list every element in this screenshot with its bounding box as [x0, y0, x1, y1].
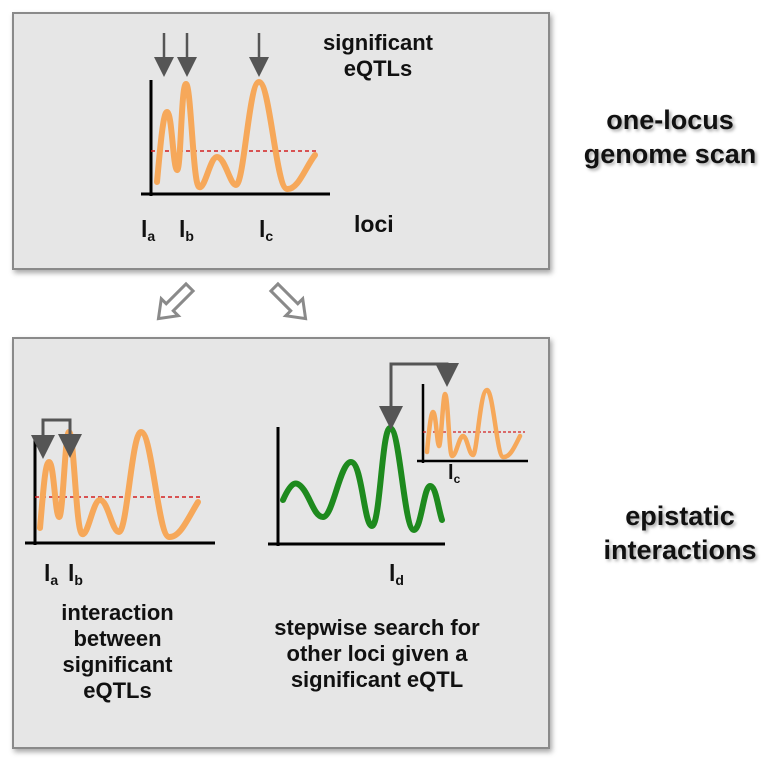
stepwise-caption: stepwise search for other loci given a s…: [274, 615, 480, 692]
inset-locus-c-label: lc: [448, 462, 461, 486]
bottom-locus-a-label: la: [44, 560, 59, 588]
green-lod-curve: [280, 425, 445, 533]
lod-curve: [154, 79, 318, 192]
epistatic-interactions-label: epistatic interactions: [603, 501, 757, 565]
interaction-chart: [25, 418, 215, 545]
one-locus-panel: [12, 12, 550, 270]
transition-arrow-right: [268, 281, 308, 321]
locus-b-label: lb: [179, 216, 194, 244]
locus-c-label: lc: [259, 216, 274, 244]
loci-axis-label: loci: [354, 211, 394, 237]
inset-chart: [417, 384, 528, 463]
locus-d-label: ld: [389, 560, 404, 588]
locus-a-label: la: [141, 216, 156, 244]
transition-arrow-left: [156, 281, 196, 321]
stepwise-arrow: [379, 362, 449, 430]
interaction-caption: interaction between significant eQTLs: [61, 600, 174, 703]
significant-eqtls-label: significant eQTLs: [322, 30, 433, 81]
one-locus-genome-scan-label: one-locus genome scan: [583, 105, 757, 169]
genome-scan-chart: [141, 33, 330, 196]
stepwise-chart: [268, 362, 528, 546]
lod-curve: [37, 429, 201, 540]
bottom-locus-b-label: lb: [68, 560, 83, 588]
